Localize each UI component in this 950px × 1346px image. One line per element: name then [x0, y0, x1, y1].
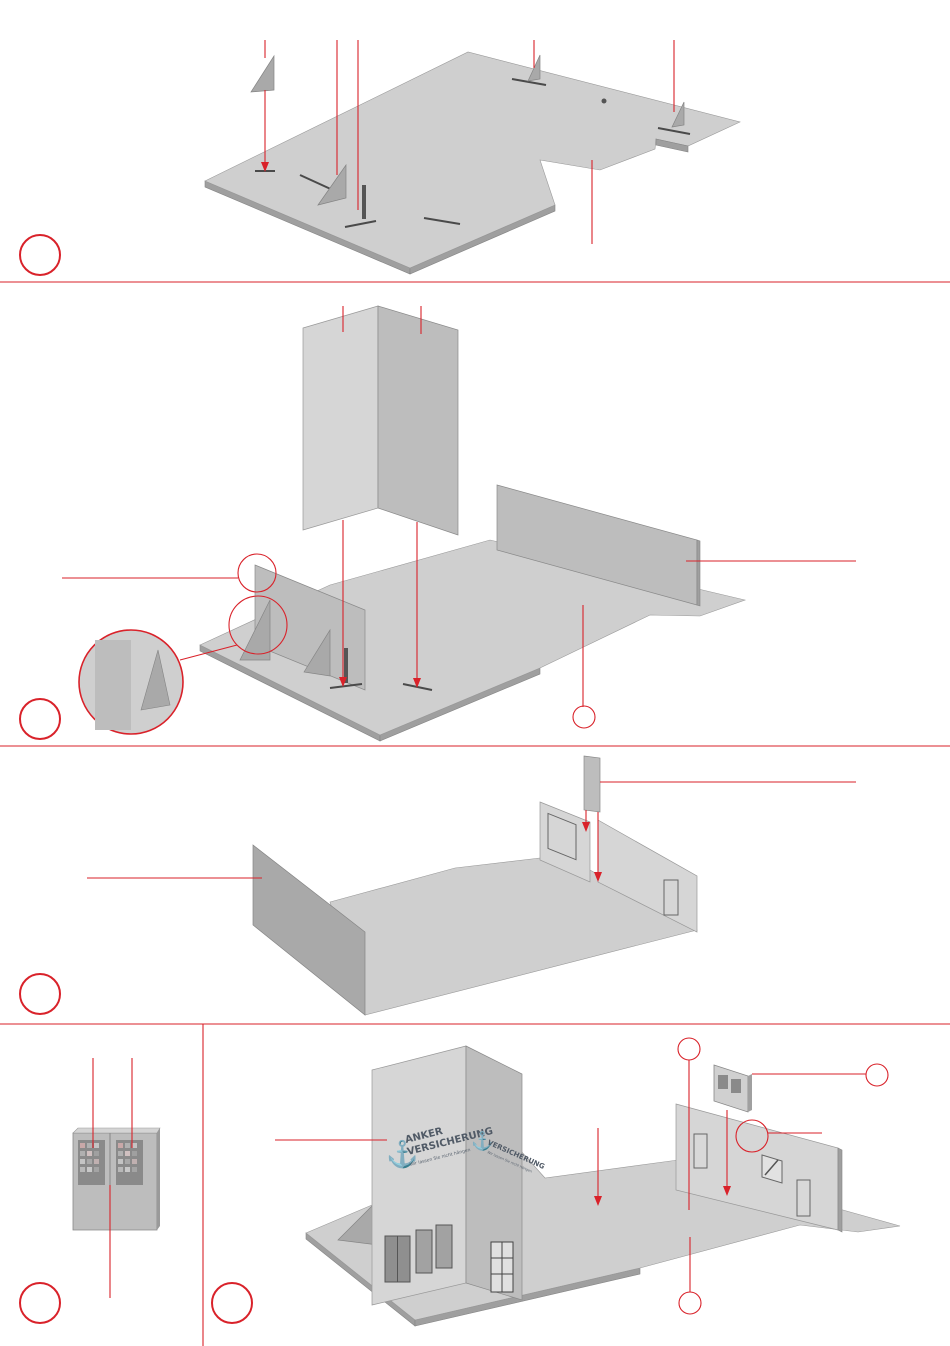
left-wall [253, 845, 365, 1015]
reference-circle [573, 706, 595, 728]
cabinet-part [73, 1128, 160, 1230]
side-cabinet [491, 1242, 513, 1292]
wall-cabinet-part [714, 1065, 752, 1112]
hole-mark [602, 99, 607, 104]
door-panel [416, 1230, 432, 1273]
step-1-panel [20, 40, 740, 275]
door-frame [694, 1134, 707, 1168]
door-frame [797, 1180, 810, 1216]
triangle-support-part [251, 56, 274, 92]
step-4b-marker [212, 1283, 252, 1323]
insert-panel [584, 756, 600, 812]
reference-circle [866, 1064, 888, 1086]
step-2-panel [20, 306, 856, 741]
step-4a-marker [20, 1283, 60, 1323]
step-3-panel [20, 756, 856, 1015]
magnified-detail [79, 630, 183, 734]
corner-wall-left [303, 306, 378, 530]
cabinet-door-left [78, 1140, 105, 1185]
base-plate [205, 52, 740, 274]
step-4a-panel [20, 1058, 160, 1323]
step-4b-panel: ⚓ ANKER VERSICHERUNG Wir lassen Sie nich… [212, 1038, 900, 1326]
cabinet-door-right [116, 1140, 143, 1185]
corner-wall-right [378, 306, 458, 535]
step-1-marker [20, 235, 60, 275]
post-pin [362, 185, 366, 219]
reference-circle [679, 1292, 701, 1314]
step-3-marker [20, 974, 60, 1014]
door-panel [436, 1225, 452, 1268]
reference-circle [678, 1038, 700, 1060]
step-2-marker [20, 699, 60, 739]
